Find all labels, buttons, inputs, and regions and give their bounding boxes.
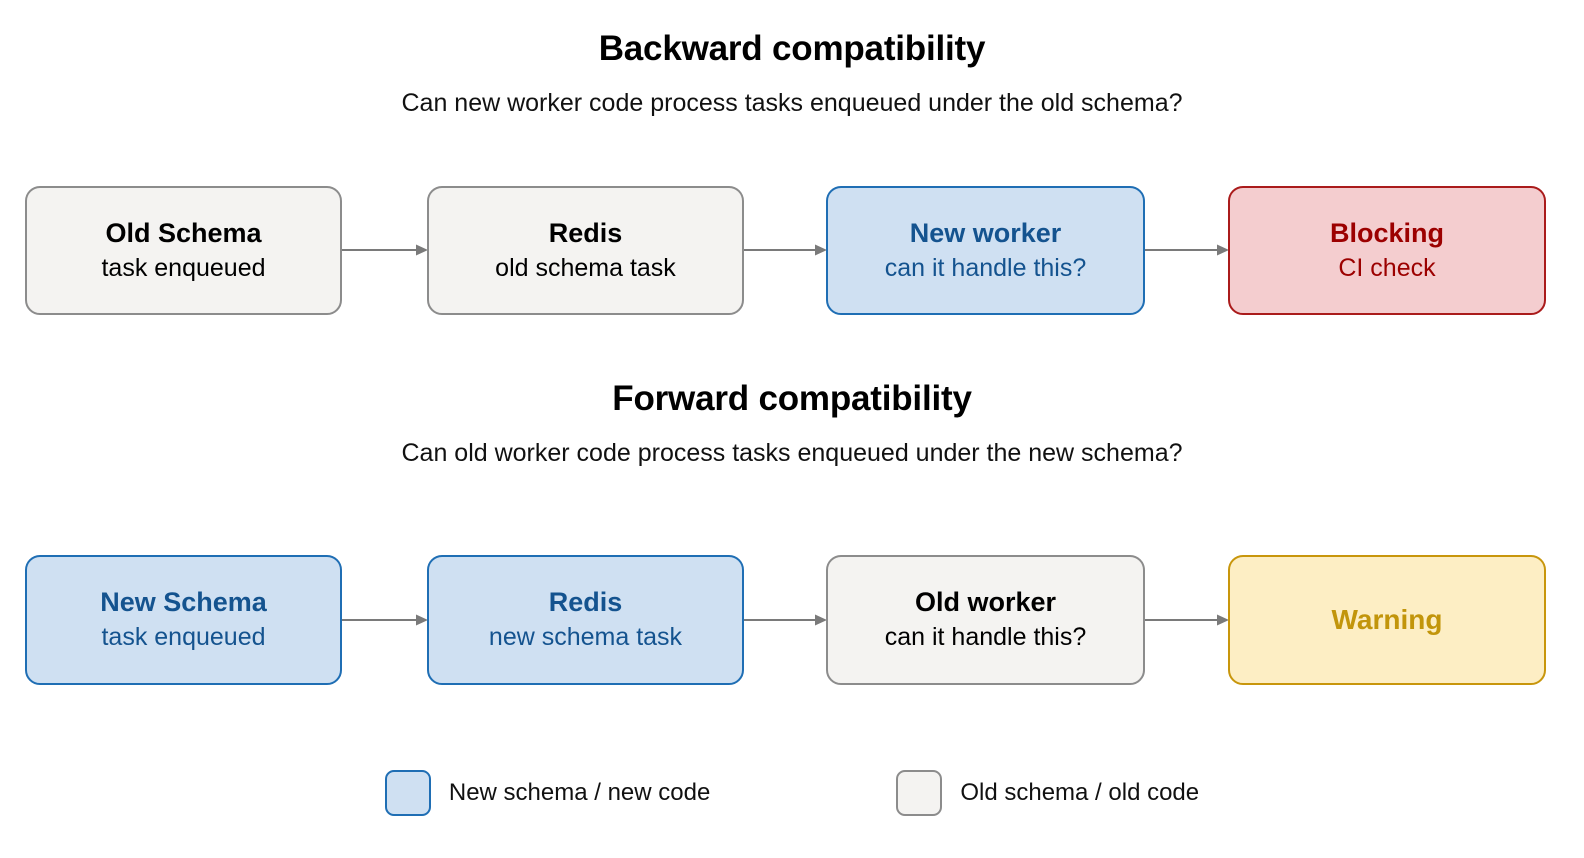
arrow-right-icon: [744, 243, 827, 257]
node-title: New worker: [909, 217, 1062, 248]
forward-compatibility-title: Forward compatibility: [612, 379, 972, 418]
node-old-worker: Old worker can it handle this?: [826, 555, 1145, 685]
node-subtitle: can it handle this?: [884, 253, 1087, 282]
node-title: New Schema: [100, 587, 267, 618]
node-subtitle: CI check: [1338, 253, 1436, 282]
legend: New schema / new code Old schema / old c…: [0, 770, 1584, 816]
node-subtitle: task enqueued: [101, 623, 266, 652]
node-title: Redis: [548, 217, 623, 248]
backward-compatibility-title: Backward compatibility: [598, 29, 986, 68]
node-redis-old: Redis old schema task: [427, 186, 744, 315]
arrow-right-icon: [1145, 613, 1229, 627]
node-title: Warning: [1331, 604, 1443, 636]
node-title: Blocking: [1329, 217, 1444, 248]
node-warning: Warning: [1228, 555, 1546, 685]
legend-item-old: Old schema / old code: [896, 770, 1199, 816]
arrow-right-icon: [342, 243, 428, 257]
forward-compatibility-subtitle: Can old worker code process tasks enqueu…: [401, 439, 1183, 467]
node-new-schema: New Schema task enqueued: [25, 555, 342, 685]
node-redis-new: Redis new schema task: [427, 555, 744, 685]
arrow-right-icon: [744, 613, 827, 627]
node-old-schema: Old Schema task enqueued: [25, 186, 342, 315]
arrow-right-icon: [1145, 243, 1229, 257]
node-title: Redis: [548, 587, 623, 618]
node-title: Old Schema: [105, 217, 262, 248]
backward-compatibility-subtitle: Can new worker code process tasks enqueu…: [401, 89, 1183, 117]
arrow-right-icon: [342, 613, 428, 627]
node-title: Old worker: [914, 587, 1057, 618]
node-subtitle: task enqueued: [101, 253, 266, 282]
node-blocking-ci-check: Blocking CI check: [1228, 186, 1546, 315]
node-subtitle: new schema task: [488, 623, 683, 652]
legend-swatch-blue-icon: [384, 770, 431, 816]
legend-label: New schema / new code: [448, 779, 711, 806]
legend-label: Old schema / old code: [960, 779, 1200, 806]
legend-item-new: New schema / new code: [384, 770, 711, 816]
node-new-worker: New worker can it handle this?: [826, 186, 1145, 315]
node-subtitle: old schema task: [495, 253, 676, 282]
legend-swatch-gray-icon: [896, 770, 943, 816]
node-subtitle: can it handle this?: [884, 623, 1087, 652]
